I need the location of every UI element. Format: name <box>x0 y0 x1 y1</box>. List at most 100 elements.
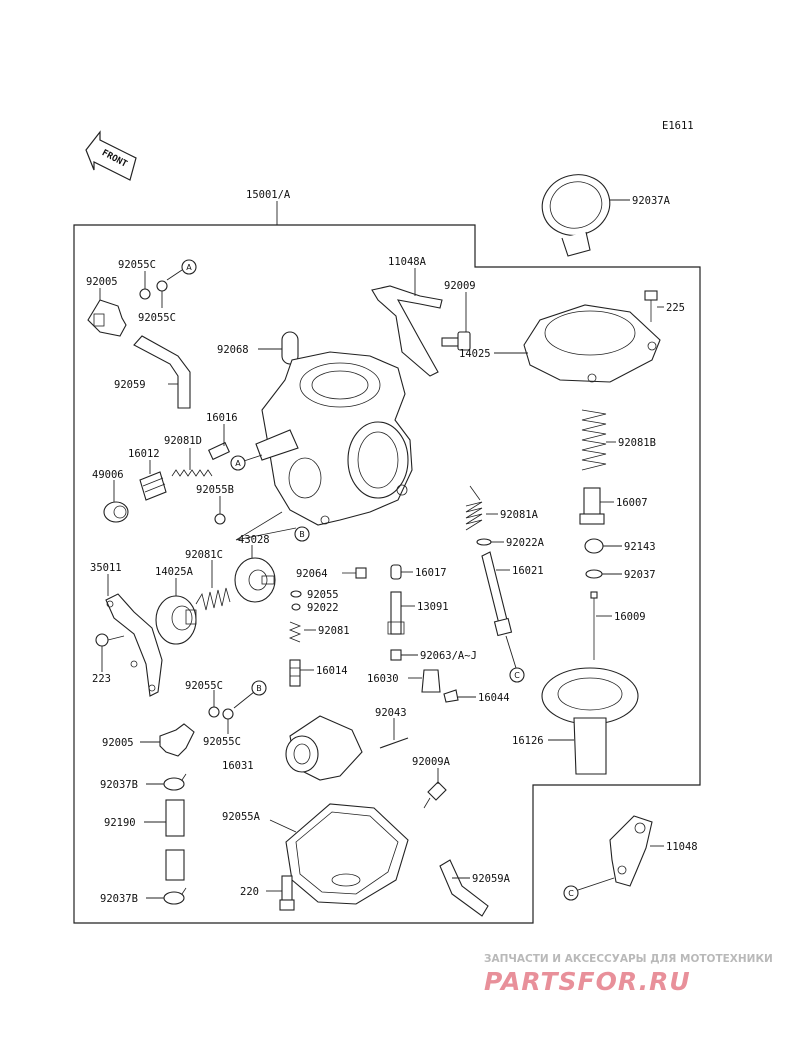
part-92055C-oring-d <box>222 708 234 720</box>
label-92037: 92037 <box>624 569 656 581</box>
part-92037B-clamp-top <box>163 773 187 791</box>
part-16044 <box>443 689 459 703</box>
part-carburetor-body <box>255 351 413 526</box>
label-11048: 11048 <box>666 841 698 853</box>
part-92081A-spring <box>465 501 483 531</box>
part-92037-clip <box>585 569 603 579</box>
ref-B-mid: B <box>299 530 305 539</box>
label-16017: 16017 <box>415 567 447 579</box>
part-16007-holder <box>579 487 605 525</box>
label-92064: 92064 <box>296 568 328 580</box>
part-92059A-hose <box>439 859 489 917</box>
part-92022-washer <box>291 603 301 611</box>
label-16021: 16021 <box>512 565 544 577</box>
part-92190-hose <box>165 799 185 837</box>
part-92081D-spring <box>171 469 213 477</box>
ref-A-mid: A <box>235 459 241 468</box>
ref-A-top: A <box>186 263 192 272</box>
part-11048-bracket <box>609 815 653 887</box>
label-16031: 16031 <box>222 760 254 772</box>
label-92055C-top2: 92055C <box>138 312 176 324</box>
part-14025A-cover <box>155 595 197 645</box>
label-92143: 92143 <box>624 541 656 553</box>
label-92037A: 92037A <box>632 195 671 207</box>
label-92022: 92022 <box>307 602 339 614</box>
label-16030: 16030 <box>367 673 399 685</box>
label-92055A: 92055A <box>222 811 261 823</box>
front-direction-arrow: FRONT <box>85 130 137 181</box>
part-49006 <box>103 501 129 523</box>
label-13091: 13091 <box>417 601 449 613</box>
label-223: 223 <box>92 673 111 685</box>
part-92059-hose <box>133 335 191 409</box>
part-92009-screw <box>441 331 471 351</box>
label-16009: 16009 <box>614 611 646 623</box>
label-14025A: 14025A <box>155 566 194 578</box>
label-92059A: 92059A <box>472 873 511 885</box>
part-11048A-bracket <box>371 285 443 377</box>
part-16031-chamber <box>285 715 363 781</box>
part-92037A-clamp <box>541 174 611 257</box>
watermark-tagline: ЗАПЧАСТИ И АКСЕССУАРЫ ДЛЯ МОТОТЕХНИКИ <box>484 953 773 965</box>
label-92068: 92068 <box>217 344 249 356</box>
part-220-screw <box>279 875 295 911</box>
label-92043: 92043 <box>375 707 407 719</box>
label-92055: 92055 <box>307 589 339 601</box>
label-92009: 92009 <box>444 280 476 292</box>
part-92009A-screw <box>423 781 447 809</box>
part-16017 <box>390 564 402 580</box>
part-92063 <box>390 649 402 661</box>
part-92143-spacer <box>584 538 604 554</box>
ref-C-mid: C <box>514 671 520 680</box>
assembly-frame <box>73 224 701 924</box>
ref-C-low: C <box>568 889 574 898</box>
label-16044: 16044 <box>478 692 510 704</box>
part-92022A-washer <box>476 538 492 546</box>
part-16021-needle-jet <box>481 551 513 637</box>
label-92055C-mid: 92055C <box>185 680 223 692</box>
part-92055C-oring-c <box>208 706 220 718</box>
label-11048A: 11048A <box>388 256 427 268</box>
label-43028: 43028 <box>238 534 270 546</box>
label-92081D: 92081D <box>164 435 202 447</box>
label-220: 220 <box>240 886 259 898</box>
part-16012 <box>139 471 167 501</box>
label-16014: 16014 <box>316 665 348 677</box>
ref-circle-C-low <box>563 885 579 901</box>
label-92005-top: 92005 <box>86 276 118 288</box>
part-92081-spring <box>288 621 302 643</box>
label-92081A: 92081A <box>500 509 539 521</box>
part-16030-float-valve <box>421 669 441 693</box>
part-92081C-spring <box>195 587 231 611</box>
label-92037B-top: 92037B <box>100 779 138 791</box>
part-float-bowl <box>285 803 409 905</box>
label-225: 225 <box>666 302 685 314</box>
part-92037B-clamp-bottom <box>163 887 187 905</box>
watermark-brand: PARTSFOR.RU <box>484 967 691 996</box>
part-92064-screw <box>342 567 367 579</box>
label-92055B: 92055B <box>196 484 234 496</box>
label-16012: 16012 <box>128 448 160 460</box>
part-16016 <box>207 441 231 461</box>
label-16016: 16016 <box>206 412 238 424</box>
part-16014 <box>289 659 301 687</box>
part-92005-fitting-top <box>87 299 127 337</box>
ref-circle-B-mid <box>294 526 310 542</box>
assembly-label: 15001/A <box>246 189 291 201</box>
part-92190-hose-b <box>165 849 185 881</box>
label-92037B-bot: 92037B <box>100 893 138 905</box>
part-92055C-oring-a <box>139 288 151 300</box>
part-92055B-oring <box>214 513 226 525</box>
part-92081B-spring <box>581 409 607 471</box>
label-92190: 92190 <box>104 817 136 829</box>
part-16126-throttle-valve <box>541 667 639 775</box>
part-92055C-oring-b <box>156 280 168 292</box>
part-92068-cap <box>281 331 299 365</box>
label-92059: 92059 <box>114 379 146 391</box>
label-16007: 16007 <box>616 497 648 509</box>
part-43028-diaphragm <box>234 557 276 603</box>
label-16126: 16126 <box>512 735 544 747</box>
label-92081: 92081 <box>318 625 350 637</box>
